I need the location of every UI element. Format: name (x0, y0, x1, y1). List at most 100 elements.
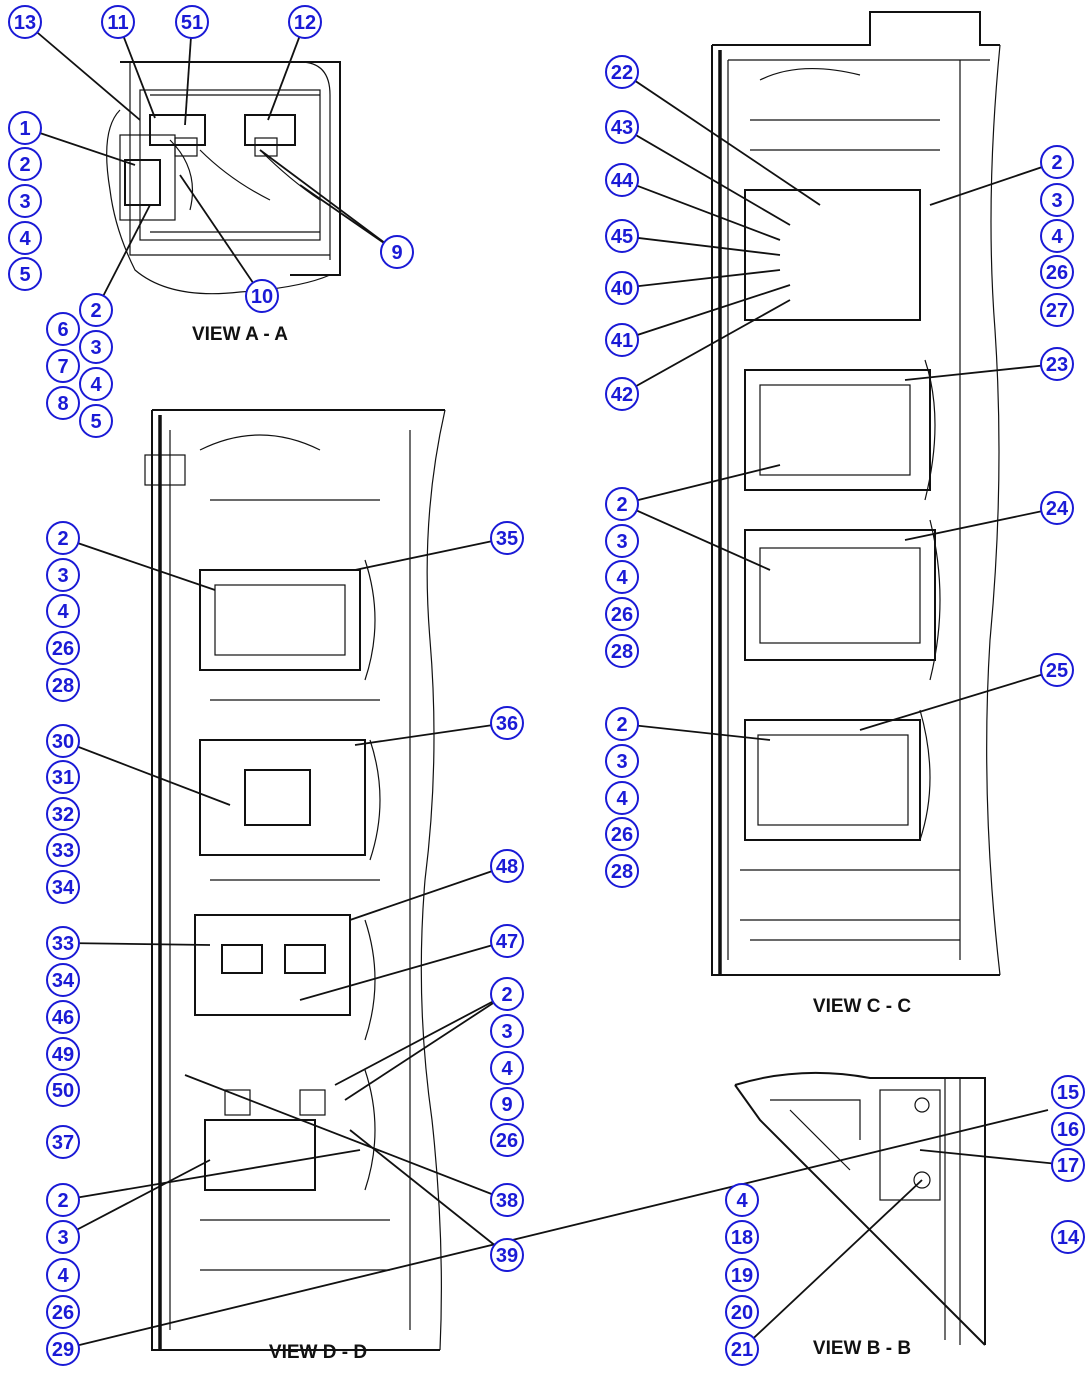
callout-number: 2 (616, 494, 627, 516)
callout-circle (8, 111, 42, 145)
callout-number: 20 (731, 1302, 753, 1324)
callout-circle (605, 524, 639, 558)
callout-number: 26 (611, 824, 633, 846)
leader-line (95, 204, 151, 311)
callout-23: 23 (1040, 347, 1074, 381)
callout-41: 41 (605, 323, 639, 357)
callout-circle (46, 1073, 80, 1107)
callout-number: 48 (496, 856, 518, 878)
callout-number: 4 (90, 374, 102, 396)
callout-number: 2 (501, 984, 512, 1006)
leader-line (62, 1149, 361, 1201)
leader-line (334, 993, 508, 1086)
callout-number: 36 (496, 713, 518, 735)
callout-3: 3 (605, 744, 639, 778)
callout-circle (46, 926, 80, 960)
callout-circle (605, 817, 639, 851)
callout-number: 15 (1057, 1082, 1079, 1104)
callout-26: 26 (605, 597, 639, 631)
callout-circle (79, 330, 113, 364)
callout-number: 3 (57, 1227, 68, 1249)
callout-3: 3 (46, 1220, 80, 1254)
callout-45: 45 (605, 219, 639, 253)
callout-number: 35 (496, 528, 518, 550)
callout-24: 24 (1040, 491, 1074, 525)
view-cc-drawing (711, 11, 1001, 976)
callout-circle (605, 271, 639, 305)
callout-number: 18 (731, 1227, 753, 1249)
callout-34: 34 (46, 870, 80, 904)
callout-51: 51 (175, 5, 209, 39)
callout-3: 3 (1040, 183, 1074, 217)
callout-circle (725, 1258, 759, 1292)
callout-26: 26 (46, 1295, 80, 1329)
callout-circle (1051, 1220, 1085, 1254)
callout-26: 26 (46, 631, 80, 665)
callout-25: 25 (1040, 653, 1074, 687)
leader-line (621, 235, 781, 256)
callout-37: 37 (46, 1125, 80, 1159)
callout-number: 28 (611, 641, 633, 663)
callout-9: 9 (380, 235, 414, 269)
callout-circle (605, 323, 639, 357)
callout-38: 38 (490, 1183, 524, 1217)
callout-number: 23 (1046, 354, 1068, 376)
callout-number: 4 (1051, 226, 1063, 248)
view-bb-drawing (734, 1071, 986, 1346)
callout-number: 26 (52, 638, 74, 660)
callout-22: 22 (605, 55, 639, 89)
callout-2: 2 (605, 707, 639, 741)
callout-number: 4 (616, 788, 628, 810)
callout-4: 4 (79, 367, 113, 401)
callout-circle (725, 1183, 759, 1217)
callout-26: 26 (1040, 255, 1074, 289)
callout-17: 17 (1051, 1148, 1085, 1182)
callout-4: 4 (46, 1258, 80, 1292)
callout-4: 4 (490, 1051, 524, 1085)
callout-3: 3 (46, 558, 80, 592)
callout-number: 7 (57, 356, 68, 378)
callout-circle (46, 1125, 80, 1159)
leader-line (349, 1129, 508, 1256)
callout-number: 4 (616, 567, 628, 589)
callout-number: 37 (52, 1132, 74, 1154)
callout-number: 2 (19, 154, 30, 176)
callout-circle (46, 668, 80, 702)
callout-number: 28 (52, 675, 74, 697)
leader-line (179, 174, 263, 297)
leader-line (24, 21, 141, 121)
callout-circle (605, 560, 639, 594)
callout-circle (605, 55, 639, 89)
callout-number: 26 (496, 1130, 518, 1152)
callout-circle (490, 1014, 524, 1048)
callout-circle (1051, 1112, 1085, 1146)
callout-15: 15 (1051, 1075, 1085, 1109)
callout-circle (1040, 145, 1074, 179)
callout-circle (46, 594, 80, 628)
callout-circle (46, 1220, 80, 1254)
view-dd-drawing (144, 409, 446, 1351)
callout-number: 3 (1051, 190, 1062, 212)
callout-number: 3 (616, 751, 627, 773)
callout-number: 26 (1046, 262, 1068, 284)
callout-circle (490, 977, 524, 1011)
callout-28: 28 (605, 854, 639, 888)
callout-circle (490, 1051, 524, 1085)
callout-circle (725, 1220, 759, 1254)
callout-48: 48 (490, 849, 524, 883)
callout-circle (1040, 491, 1074, 525)
callout-number: 50 (52, 1080, 74, 1102)
leader-line (621, 503, 771, 571)
callout-number: 3 (19, 191, 30, 213)
callout-number: 3 (57, 565, 68, 587)
callout-circle (8, 147, 42, 181)
leader-line (621, 284, 791, 341)
callout-circle (79, 367, 113, 401)
leader-line (904, 507, 1058, 541)
callout-circle (1040, 293, 1074, 327)
callout-20: 20 (725, 1295, 759, 1329)
callout-circle (46, 1183, 80, 1217)
callout-circle (46, 963, 80, 997)
